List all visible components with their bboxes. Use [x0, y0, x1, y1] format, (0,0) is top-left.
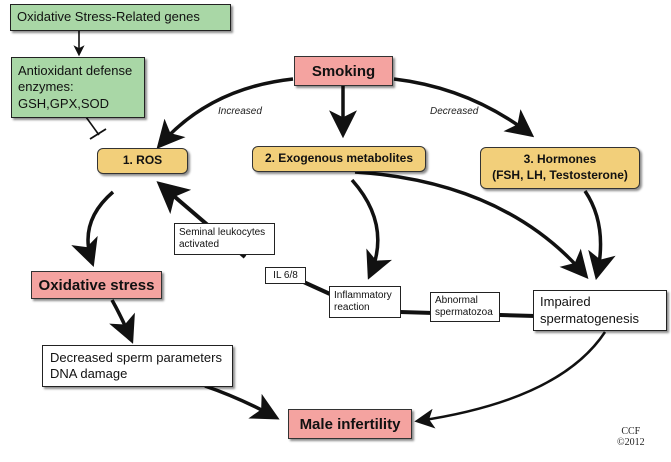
arrow-exogenous-to-inflammatory: [350, 178, 392, 280]
seminal-leukocytes-line-1: Seminal leukocytes: [179, 227, 266, 238]
abnormal-line-2: spermatozoa: [435, 307, 493, 318]
arrow-smoking-to-ros: [156, 77, 294, 149]
il-box: IL 6/8: [265, 267, 306, 284]
copyright-credit: CCF ©2012: [617, 426, 645, 448]
antioxidant-line-1: Antioxidant defense: [18, 63, 133, 79]
il-text: IL 6/8: [273, 269, 298, 281]
seminal-leukocytes-box: Seminal leukocytes activated: [174, 223, 275, 255]
smoking-box: Smoking: [294, 56, 393, 86]
inhibition-antioxidant-ros: [85, 116, 100, 136]
seminal-leukocytes-line-2: activated: [179, 239, 220, 250]
antioxidant-line-3: GSH,GPX,SOD: [18, 95, 110, 111]
hormones-line-1: 3. Hormones: [523, 152, 597, 167]
smoking-text: Smoking: [311, 62, 376, 80]
arrow-oxidative-to-decreased: [109, 299, 135, 344]
hormones-line-2: (FSH, LH, Testosterone): [492, 168, 628, 182]
ros-text: 1. ROS: [122, 153, 163, 168]
inflammatory-reaction-box: Inflammatory reaction: [329, 286, 401, 318]
hormones-box: 3. Hormones (FSH, LH, Testosterone): [480, 147, 640, 189]
inhibition-bar: [89, 128, 107, 140]
abnormal-line-1: Abnormal: [435, 295, 478, 306]
decreased-label: Decreased: [430, 106, 479, 117]
inflammatory-line-2: reaction: [334, 302, 370, 313]
impaired-spermatogenesis-box: Impaired spermatogenesis: [533, 290, 667, 331]
abnormal-spermatozoa-box: Abnormal spermatozoa: [430, 292, 500, 322]
credit-line-1: CCF: [621, 426, 641, 437]
credit-line-2: ©2012: [617, 436, 645, 448]
inflammatory-line-1: Inflammatory: [334, 290, 392, 301]
arrow-smoking-to-hormones: [393, 77, 535, 138]
exogenous-metabolites-box: 2. Exogenous metabolites: [252, 146, 426, 172]
ros-box: 1. ROS: [97, 148, 188, 174]
increased-label: Increased: [218, 106, 262, 117]
impaired-line-1: Impaired: [540, 294, 591, 310]
male-infertility-text: Male infertility: [299, 415, 401, 433]
arrow-ros-to-oxidative-stress: [71, 190, 115, 267]
oxidative-stress-genes-box: Oxidative Stress-Related genes: [10, 4, 231, 31]
antioxidant-line-2: enzymes:: [18, 79, 74, 95]
oxidative-stress-box: Oxidative stress: [31, 271, 162, 299]
arrow-impaired-to-infertility: [414, 331, 607, 429]
arrow-hormones-to-impaired: [583, 190, 616, 281]
arrow-exogenous-to-impaired: [354, 170, 589, 279]
oxidative-stress-genes-text: Oxidative Stress-Related genes: [17, 9, 200, 25]
impaired-line-2: spermatogenesis: [540, 310, 639, 326]
exogenous-metabolites-text: 2. Exogenous metabolites: [264, 151, 414, 166]
decreased-sperm-parameters-box: Decreased sperm parameters DNA damage: [42, 345, 233, 387]
male-infertility-box: Male infertility: [288, 409, 412, 439]
arrow-decreased-to-infertility: [204, 384, 280, 420]
decreased-line-1: Decreased sperm parameters: [50, 349, 222, 365]
decreased-line-2: DNA damage: [50, 366, 128, 381]
oxidative-stress-text: Oxidative stress: [38, 276, 155, 294]
antioxidant-enzymes-box: Antioxidant defense enzymes: GSH,GPX,SOD: [11, 57, 145, 118]
